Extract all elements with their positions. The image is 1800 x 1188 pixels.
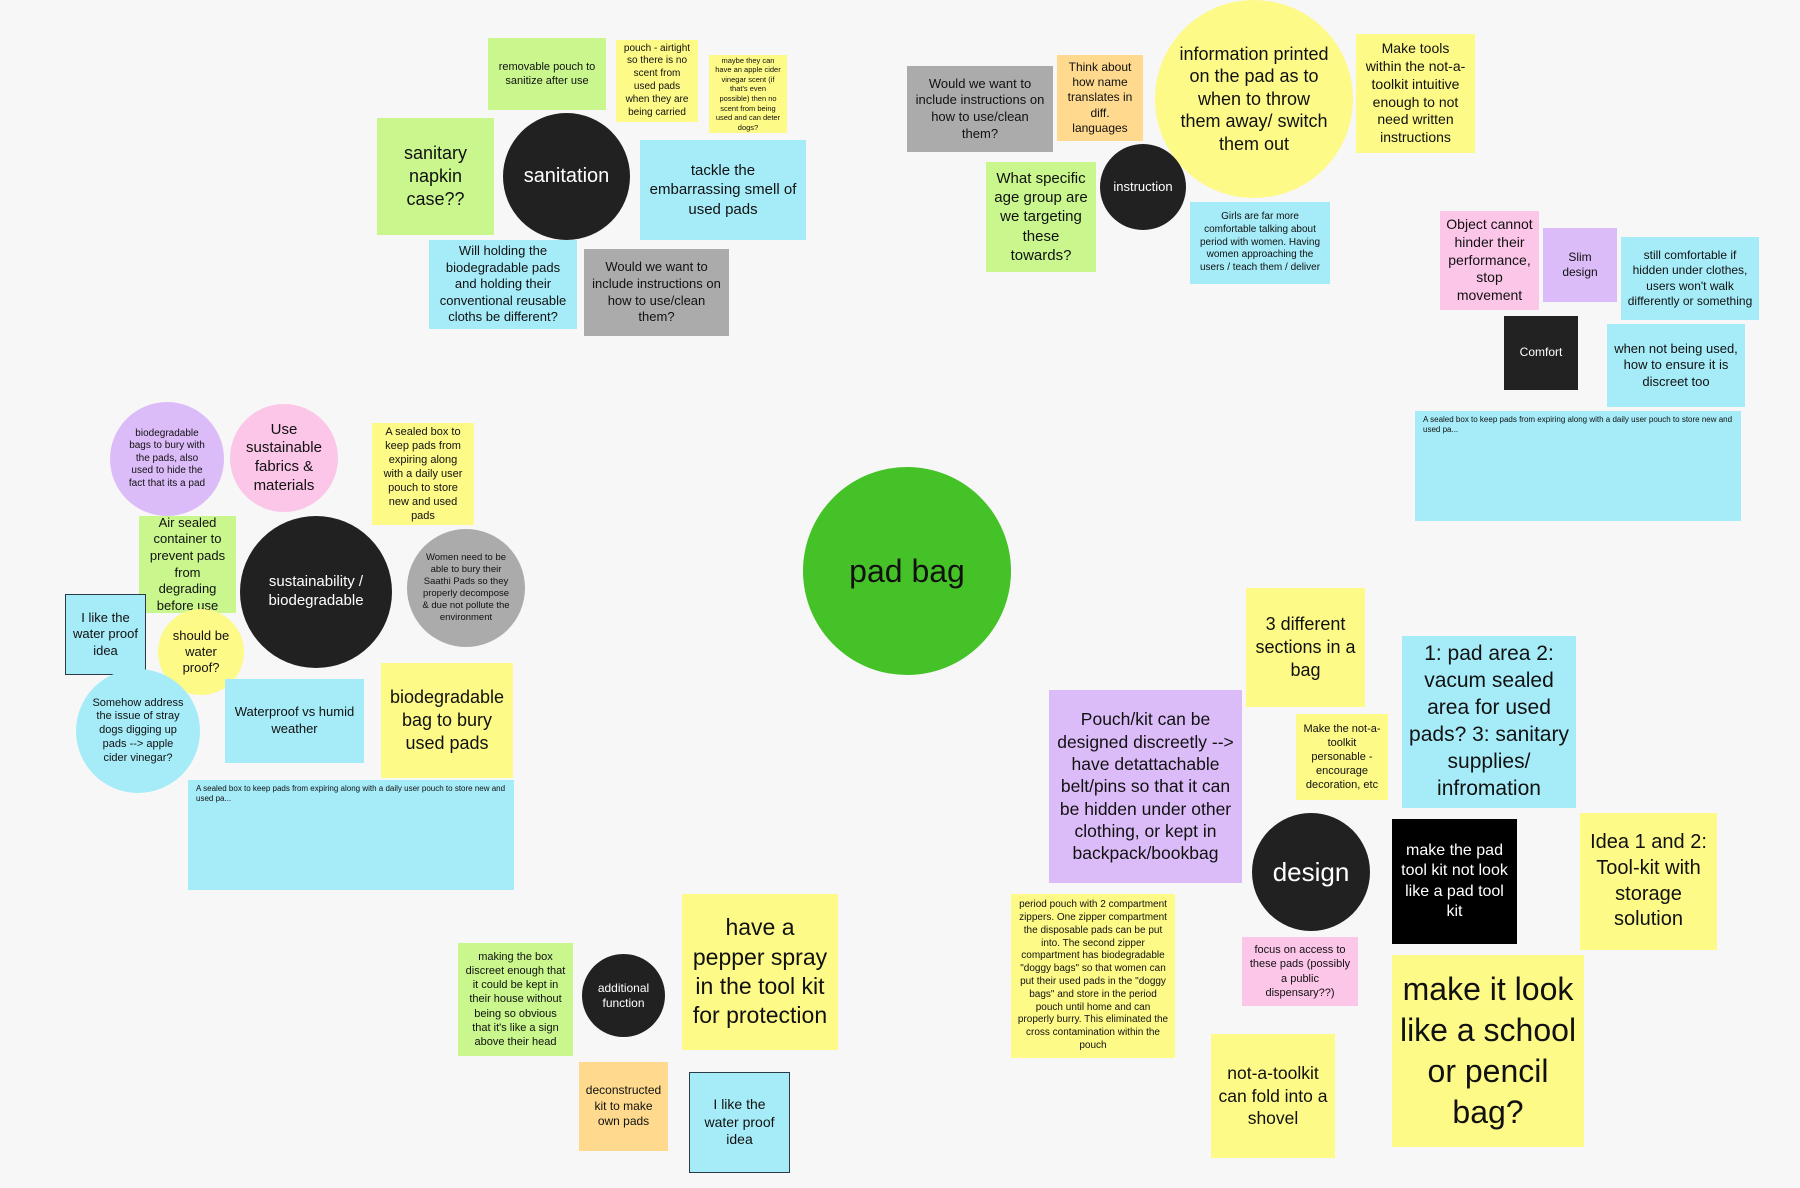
sticky-note[interactable]: removable pouch to sanitize after use bbox=[488, 38, 606, 110]
sticky-note[interactable]: A sealed box to keep pads from expiring … bbox=[372, 423, 474, 525]
central-topic-pad-bag[interactable]: pad bag bbox=[803, 467, 1011, 675]
topic-hub-sustainability[interactable]: sustainability / biodegradable bbox=[240, 516, 392, 668]
topic-hub-instruction[interactable]: instruction bbox=[1100, 144, 1186, 230]
sticky-note[interactable]: period pouch with 2 compartment zippers.… bbox=[1011, 894, 1175, 1058]
sticky-note[interactable]: I like the water proof idea bbox=[65, 594, 146, 675]
sticky-note[interactable]: when not being used, how to ensure it is… bbox=[1607, 324, 1745, 407]
topic-hub-design[interactable]: design bbox=[1252, 813, 1370, 931]
sticky-note[interactable]: have a pepper spray in the tool kit for … bbox=[682, 894, 838, 1050]
sticky-note[interactable]: Would we want to include instructions on… bbox=[584, 249, 729, 336]
sticky-note[interactable]: Make the not-a-toolkit personable - enco… bbox=[1296, 714, 1388, 800]
sticky-note[interactable]: make the pad tool kit not look like a pa… bbox=[1392, 819, 1517, 944]
sticky-note[interactable]: still comfortable if hidden under clothe… bbox=[1621, 237, 1759, 320]
sticky-note[interactable]: pouch - airtight so there is no scent fr… bbox=[616, 40, 698, 122]
sticky-note[interactable]: Idea 1 and 2: Tool-kit with storage solu… bbox=[1580, 813, 1717, 950]
sticky-note[interactable]: maybe they can have an apple cider vineg… bbox=[709, 55, 787, 133]
sticky-note[interactable]: biodegradable bag to bury used pads bbox=[381, 663, 513, 778]
sticky-note[interactable]: 3 different sections in a bag bbox=[1246, 588, 1365, 707]
sticky-note[interactable]: Would we want to include instructions on… bbox=[907, 66, 1053, 152]
sticky-note[interactable]: Slim design bbox=[1543, 228, 1617, 302]
topic-hub-sanitation[interactable]: sanitation bbox=[503, 113, 630, 240]
sticky-note[interactable]: not-a-toolkit can fold into a shovel bbox=[1211, 1034, 1335, 1158]
circle-note[interactable]: biodegradable bags to bury with the pads… bbox=[110, 402, 224, 516]
sticky-note[interactable]: Will holding the biodegradable pads and … bbox=[429, 240, 577, 329]
sticky-note[interactable]: deconstructed kit to make own pads bbox=[579, 1062, 668, 1151]
circle-note[interactable]: Use sustainable fabrics & materials bbox=[230, 404, 338, 512]
sticky-note[interactable]: Waterproof vs humid weather bbox=[225, 679, 364, 763]
circle-note[interactable]: Women need to be able to bury their Saat… bbox=[407, 529, 525, 647]
sticky-note[interactable]: make it look like a school or pencil bag… bbox=[1392, 955, 1584, 1147]
sticky-note[interactable]: What specific age group are we targeting… bbox=[986, 162, 1096, 272]
central-topic-label: pad bag bbox=[849, 553, 965, 589]
sticky-note[interactable]: Object cannot hinder their performance, … bbox=[1440, 211, 1539, 310]
sticky-note[interactable]: I like the water proof idea bbox=[689, 1072, 790, 1173]
sticky-note[interactable]: sanitary napkin case?? bbox=[377, 118, 494, 235]
information-circle-note[interactable]: information printed on the pad as to whe… bbox=[1155, 0, 1353, 198]
sticky-note[interactable]: Girls are far more comfortable talking a… bbox=[1190, 202, 1330, 284]
sticky-note[interactable]: 1: pad area 2: vacum sealed area for use… bbox=[1402, 636, 1576, 808]
topic-hub-additional-function[interactable]: additional function bbox=[582, 954, 665, 1037]
sticky-note[interactable]: tackle the embarrassing smell of used pa… bbox=[640, 140, 806, 240]
circle-note[interactable]: Somehow address the issue of stray dogs … bbox=[76, 669, 200, 793]
sticky-note[interactable]: Make tools within the not-a-toolkit intu… bbox=[1356, 34, 1475, 153]
sticky-note[interactable]: Think about how name translates in diff.… bbox=[1057, 55, 1143, 141]
topic-hub-comfort[interactable]: Comfort bbox=[1504, 316, 1578, 390]
sticky-note[interactable]: making the box discreet enough that it c… bbox=[458, 943, 573, 1056]
sticky-note[interactable]: Air sealed container to prevent pads fro… bbox=[139, 516, 236, 613]
sticky-note[interactable]: Pouch/kit can be designed discreetly -->… bbox=[1049, 690, 1242, 883]
sticky-note[interactable]: focus on access to these pads (possibly … bbox=[1242, 937, 1358, 1006]
sticky-note[interactable]: A sealed box to keep pads from expiring … bbox=[188, 780, 514, 890]
sticky-note[interactable]: A sealed box to keep pads from expiring … bbox=[1415, 411, 1741, 521]
